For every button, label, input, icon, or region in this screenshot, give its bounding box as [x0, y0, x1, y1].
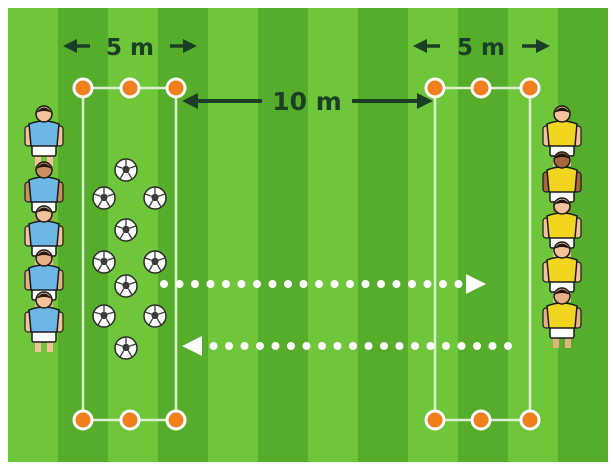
pass-dot — [377, 280, 385, 288]
soccer-ball-icon — [114, 158, 138, 182]
soccer-ball-icon — [143, 186, 167, 210]
pass-dot — [253, 280, 261, 288]
pass-dot — [380, 342, 388, 350]
pass-dot — [408, 280, 416, 288]
pass-dot — [361, 280, 370, 288]
player-icon — [542, 151, 582, 212]
team-right-players — [542, 105, 582, 348]
pass-dot — [349, 342, 357, 350]
team-left-players — [24, 105, 64, 352]
pass-arrow-left — [182, 336, 512, 356]
pass-dot — [222, 280, 230, 288]
cone-marker — [72, 409, 94, 431]
pass-dot — [160, 280, 168, 288]
pass-dot — [346, 280, 354, 288]
pass-dot — [439, 280, 447, 288]
dimension-middle-label: 10 m — [272, 87, 342, 116]
player-icon — [24, 105, 64, 166]
pass-dot — [175, 280, 184, 288]
dimension-middle: 10 m — [182, 87, 433, 116]
pass-dot — [504, 342, 512, 350]
pass-dot — [315, 280, 323, 288]
pass-dot — [225, 342, 233, 350]
pass-dot — [284, 280, 292, 288]
cone-marker — [519, 409, 541, 431]
pitch-stripe — [158, 8, 208, 462]
pass-dot — [299, 280, 308, 288]
pass-dot — [364, 342, 373, 350]
balls — [92, 158, 167, 360]
pass-dot — [209, 342, 218, 350]
cones — [72, 77, 541, 431]
pass-arrowhead — [182, 336, 202, 356]
pass-dot — [302, 342, 311, 350]
soccer-ball-icon — [92, 250, 116, 274]
player-icon — [24, 205, 64, 266]
pass-dot — [395, 342, 404, 350]
pass-dot — [426, 342, 435, 350]
pass-arrow-right — [160, 274, 486, 294]
player-icon — [542, 197, 582, 258]
pass-dot — [237, 280, 246, 288]
cone-marker — [165, 409, 187, 431]
dimension-left-label: 5 m — [106, 35, 154, 61]
pass-dot — [457, 342, 466, 350]
player-icon — [542, 287, 582, 348]
soccer-ball-icon — [92, 304, 116, 328]
cone-marker — [424, 409, 446, 431]
pass-dot — [488, 342, 497, 350]
dimension-left: 5 m — [63, 35, 197, 61]
soccer-ball-icon — [143, 304, 167, 328]
pitch-stripe — [458, 8, 508, 462]
player-icon — [24, 291, 64, 352]
cone-marker — [424, 77, 446, 99]
pitch-stripe — [358, 8, 408, 462]
player-icon — [542, 241, 582, 302]
dimension-right-label: 5 m — [457, 35, 505, 61]
cone-marker — [470, 77, 492, 99]
dimension-right: 5 m — [413, 35, 550, 61]
pass-arrows — [160, 274, 512, 356]
pass-dot — [442, 342, 450, 350]
pass-dot — [287, 342, 295, 350]
cone-marker — [72, 77, 94, 99]
pass-dot — [318, 342, 326, 350]
pass-dot — [268, 280, 277, 288]
pass-dot — [333, 342, 342, 350]
pass-dot — [423, 280, 432, 288]
pass-dot — [256, 342, 264, 350]
soccer-ball-icon — [114, 274, 138, 298]
player-icon — [542, 105, 582, 166]
cone-marker — [119, 409, 141, 431]
pass-dot — [206, 280, 215, 288]
pitch-stripes — [8, 8, 608, 462]
pass-dot — [191, 280, 199, 288]
cone-marker — [165, 77, 187, 99]
pitch-stripe — [258, 8, 308, 462]
pass-dot — [411, 342, 419, 350]
pass-dot — [392, 280, 401, 288]
soccer-ball-icon — [114, 336, 138, 360]
pass-dot — [454, 280, 463, 288]
pass-dot — [330, 280, 339, 288]
pass-dot — [240, 342, 249, 350]
pass-dot — [271, 342, 280, 350]
soccer-ball-icon — [114, 218, 138, 242]
pass-dot — [473, 342, 481, 350]
soccer-ball-icon — [143, 250, 167, 274]
cone-marker — [519, 77, 541, 99]
pass-arrowhead — [466, 274, 486, 294]
soccer-ball-icon — [92, 186, 116, 210]
cone-marker — [119, 77, 141, 99]
cone-marker — [470, 409, 492, 431]
